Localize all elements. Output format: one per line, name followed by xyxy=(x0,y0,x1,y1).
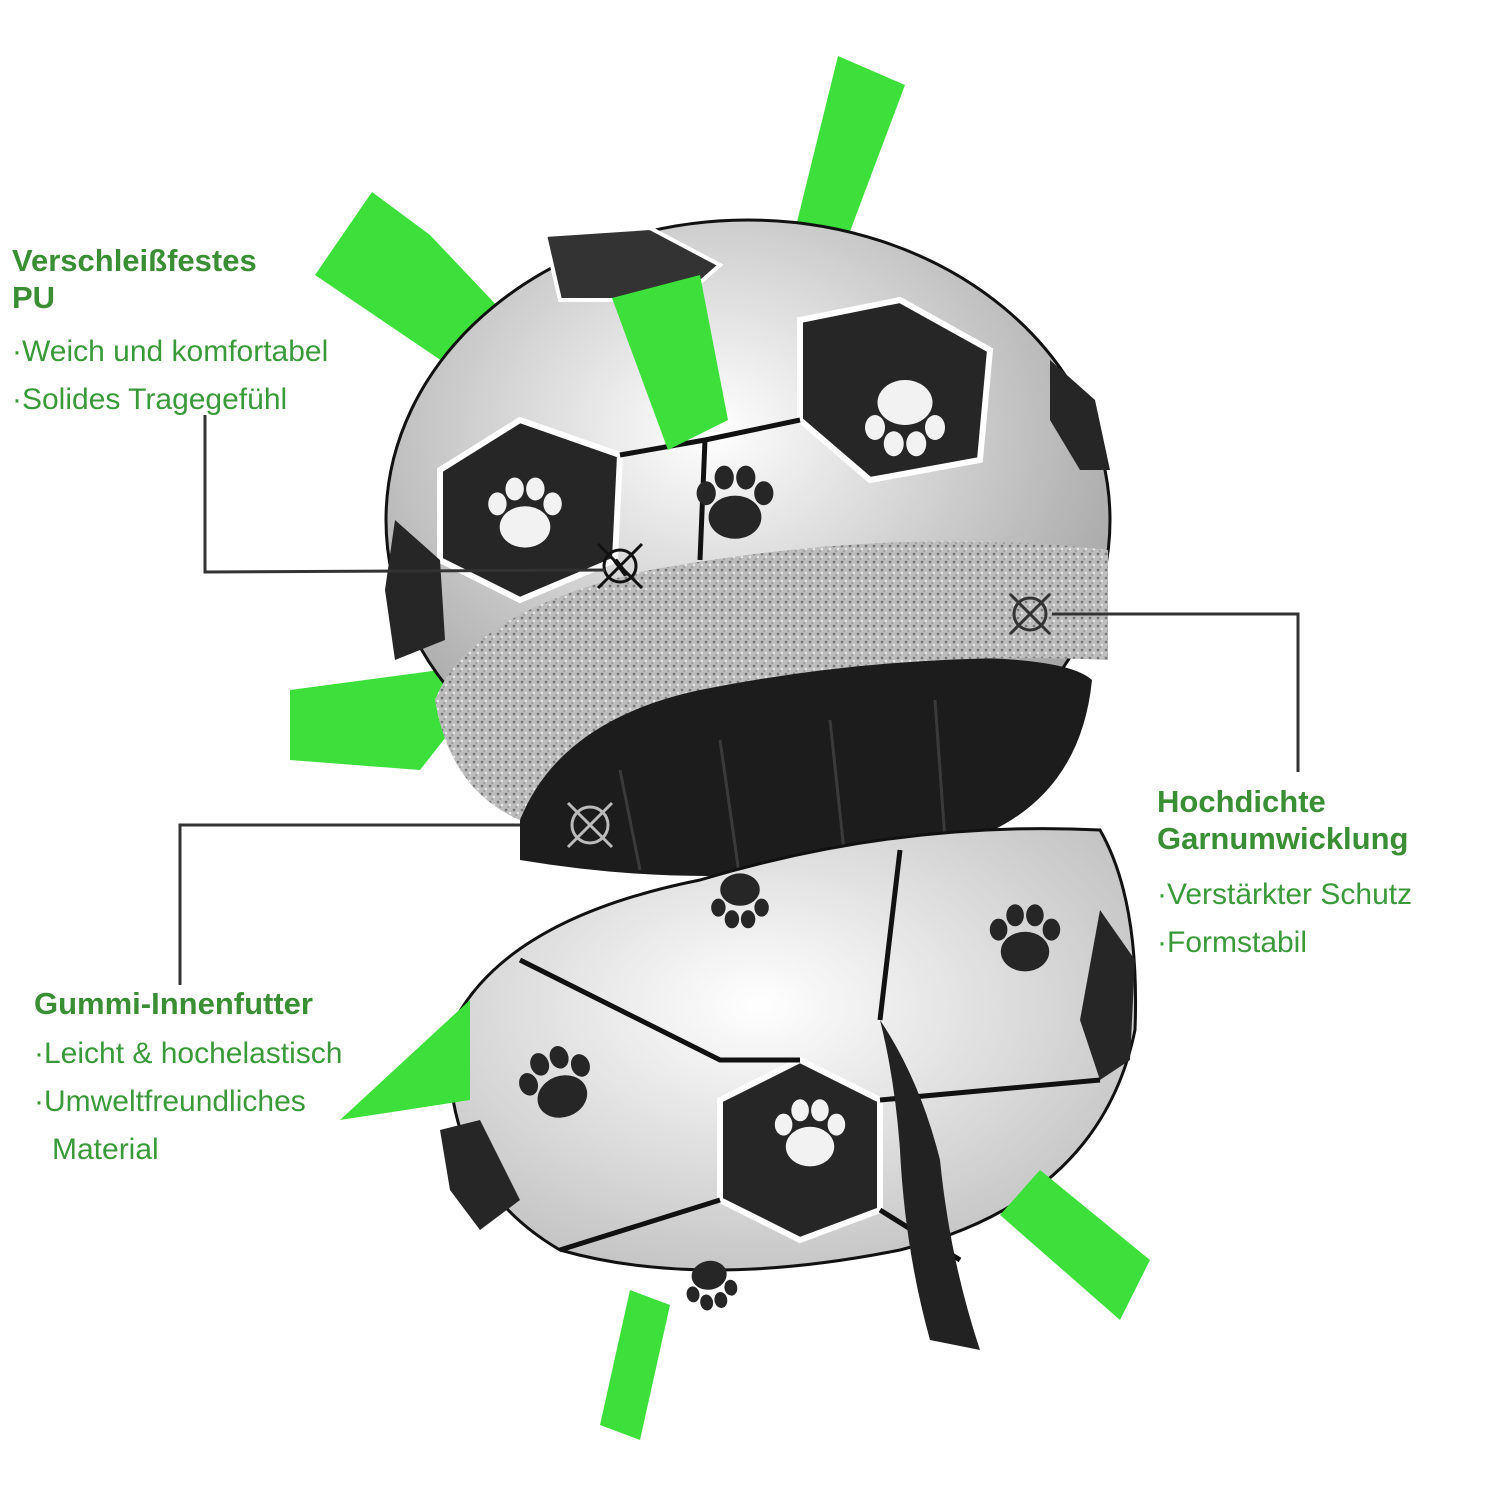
callout-title-line: Verschleißfestes xyxy=(12,243,257,278)
bullet-item: ·Weich und komfortabel xyxy=(12,335,329,368)
callout-title: Hochdichte Garnumwicklung xyxy=(1157,783,1412,857)
bullet-item: ·Verstärkter Schutz xyxy=(1157,878,1413,911)
yarn-wrap-band xyxy=(435,541,1108,820)
green-tab-mid-left xyxy=(290,670,475,770)
green-tab-bottom-right xyxy=(1000,1170,1150,1320)
callout-bullets: ·Verstärkter Schutz ·Formstabil xyxy=(1157,871,1412,967)
callout-bullets: ·Weich und komfortabel ·Solides Tragegef… xyxy=(12,328,328,424)
callout-title-line: Hochdichte xyxy=(1157,784,1326,819)
green-tab-bottom-left xyxy=(340,1000,470,1120)
bullet-item: ·Formstabil xyxy=(1157,926,1308,959)
callout-title: Verschleißfestes PU xyxy=(12,242,328,316)
callout-bullets: ·Leicht & hochelastisch ·Umweltfreundlic… xyxy=(34,1030,343,1174)
leader-line-yarn xyxy=(1052,612,1300,772)
bullet-item: ·Solides Tragegefühl xyxy=(12,383,288,416)
bottom-ball xyxy=(440,827,1138,1350)
callout-yarn-wrap: Hochdichte Garnumwicklung ·Verstärkter S… xyxy=(1157,783,1412,967)
bullet-item: ·Leicht & hochelastisch xyxy=(34,1037,343,1070)
callout-pu-shell: Verschleißfestes PU ·Weich und komfortab… xyxy=(12,242,328,424)
leader-lines xyxy=(178,415,1300,985)
green-tab-top-right xyxy=(795,56,905,258)
leader-line-pu xyxy=(203,415,606,574)
callout-title-line: Gummi-Innenfutter xyxy=(34,986,313,1021)
crosshair-icon-yarn xyxy=(1008,592,1052,636)
crosshair-icon-pu xyxy=(596,542,644,590)
callout-title: Gummi-Innenfutter xyxy=(34,985,343,1022)
callout-rubber-lining: Gummi-Innenfutter ·Leicht & hochelastisc… xyxy=(34,985,343,1174)
green-tab-bottom xyxy=(600,1290,670,1440)
bullet-item: ·Umweltfreundliches xyxy=(34,1085,306,1118)
callout-title-line: PU xyxy=(12,280,56,315)
leader-line-rubber xyxy=(178,823,520,985)
callout-title-line: Garnumwicklung xyxy=(1157,821,1409,856)
bullet-item-continuation: Material xyxy=(52,1133,159,1166)
rubber-inner-bladder xyxy=(520,657,1092,881)
crosshair-icon-rubber xyxy=(566,801,614,849)
